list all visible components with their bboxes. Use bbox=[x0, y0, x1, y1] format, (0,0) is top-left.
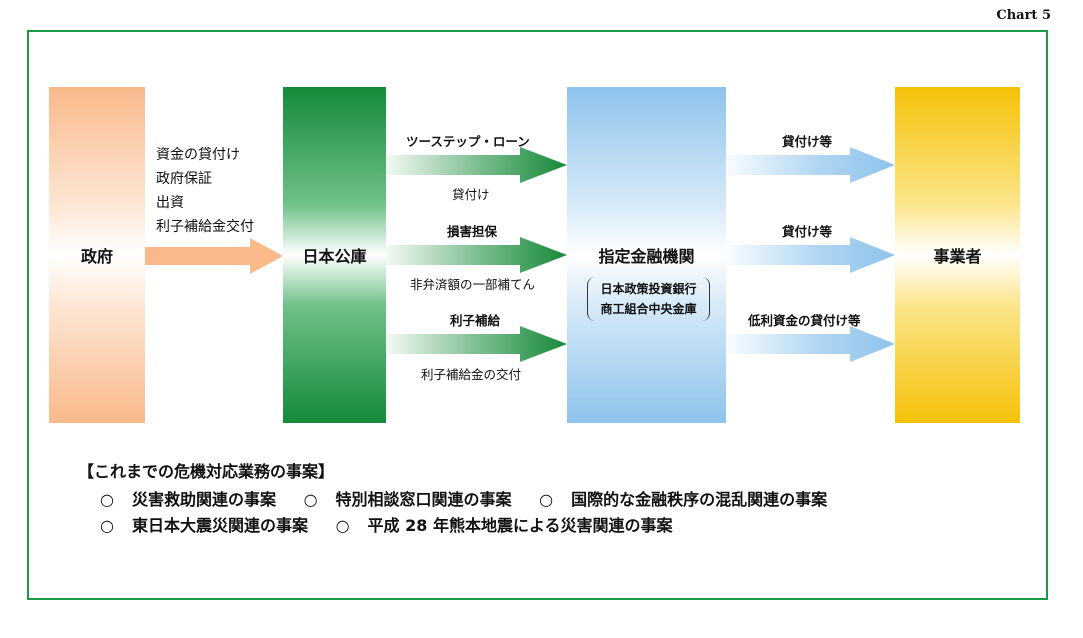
right-arrow-2-label: 貸付け等 bbox=[782, 224, 833, 239]
mid-arrow-2-bottom: 非弁済額の一部補てん bbox=[410, 277, 536, 292]
mid-arrow-3 bbox=[386, 326, 567, 362]
business-label: 事業者 bbox=[933, 247, 982, 266]
mid-arrow-3-top: 利子補給 bbox=[450, 313, 501, 328]
history-row-1: ○ 災害救助関連の事案 ○ 特別相談窓口関連の事案 ○ 国際的な金融秩序の混乱関連の事… bbox=[100, 486, 849, 510]
right-arrow-3-label: 低利資金の貸付け等 bbox=[748, 313, 861, 328]
history-item: 特別相談窓口関連の事案 bbox=[335, 490, 512, 509]
gov-label: 資金の貸付け bbox=[156, 147, 240, 163]
history-item: 東日本大震災関連の事案 bbox=[131, 516, 308, 535]
right-arrow-3 bbox=[726, 326, 895, 362]
gov-label: 出資 bbox=[156, 195, 184, 211]
financial-institution-sublist: 日本政策投資銀行 商工組合中央金庫 bbox=[587, 277, 710, 321]
government-box: 政府 bbox=[49, 87, 145, 423]
financial-sub-item: 日本政策投資銀行 bbox=[600, 282, 697, 296]
right-arrow-1-label: 貸付け等 bbox=[782, 134, 833, 149]
mid-arrow-2 bbox=[386, 237, 567, 273]
right-arrow-1 bbox=[726, 147, 895, 183]
gov-arrow bbox=[145, 238, 283, 274]
history-title: 【これまでの危機対応業務の事案】 bbox=[78, 462, 335, 481]
bullet: ○ bbox=[303, 490, 318, 509]
gov-label: 政府保証 bbox=[156, 171, 212, 187]
history-item: 国際的な金融秩序の混乱関連の事案 bbox=[571, 490, 828, 509]
mid-arrow-1 bbox=[386, 147, 567, 183]
history-item: 災害救助関連の事案 bbox=[131, 490, 276, 509]
diagram-frame bbox=[27, 30, 1048, 600]
gov-arrow-labels: 資金の貸付け 政府保証 出資 利子補給金交付 bbox=[156, 143, 254, 239]
gov-label: 利子補給金交付 bbox=[156, 219, 254, 235]
chart-label: Chart 5 bbox=[996, 8, 1051, 23]
financial-institution-box: 指定金融機関 日本政策投資銀行 商工組合中央金庫 bbox=[567, 87, 726, 423]
bullet: ○ bbox=[100, 516, 114, 535]
financial-sub-item: 商工組合中央金庫 bbox=[600, 302, 697, 316]
mid-arrow-3-bottom: 利子補給金の交付 bbox=[421, 367, 522, 382]
mid-arrow-2-top: 損害担保 bbox=[447, 224, 498, 239]
mid-arrow-1-bottom: 貸付け bbox=[452, 187, 490, 202]
jfc-box: 日本公庫 bbox=[283, 87, 386, 423]
history-row-2: ○ 東日本大震災関連の事案 ○ 平成 28 年熊本地震による災害関連の事案 bbox=[100, 512, 694, 536]
bullet: ○ bbox=[539, 490, 554, 509]
jfc-label: 日本公庫 bbox=[302, 247, 367, 266]
bullet: ○ bbox=[100, 490, 114, 509]
right-arrow-2 bbox=[726, 237, 895, 273]
business-box: 事業者 bbox=[895, 87, 1020, 423]
bullet: ○ bbox=[335, 516, 350, 535]
financial-institution-label: 指定金融機関 bbox=[598, 247, 695, 266]
government-label: 政府 bbox=[80, 247, 113, 266]
mid-arrow-1-top: ツーステップ・ローン bbox=[406, 134, 530, 149]
history-item: 平成 28 年熊本地震による災害関連の事案 bbox=[367, 516, 673, 535]
